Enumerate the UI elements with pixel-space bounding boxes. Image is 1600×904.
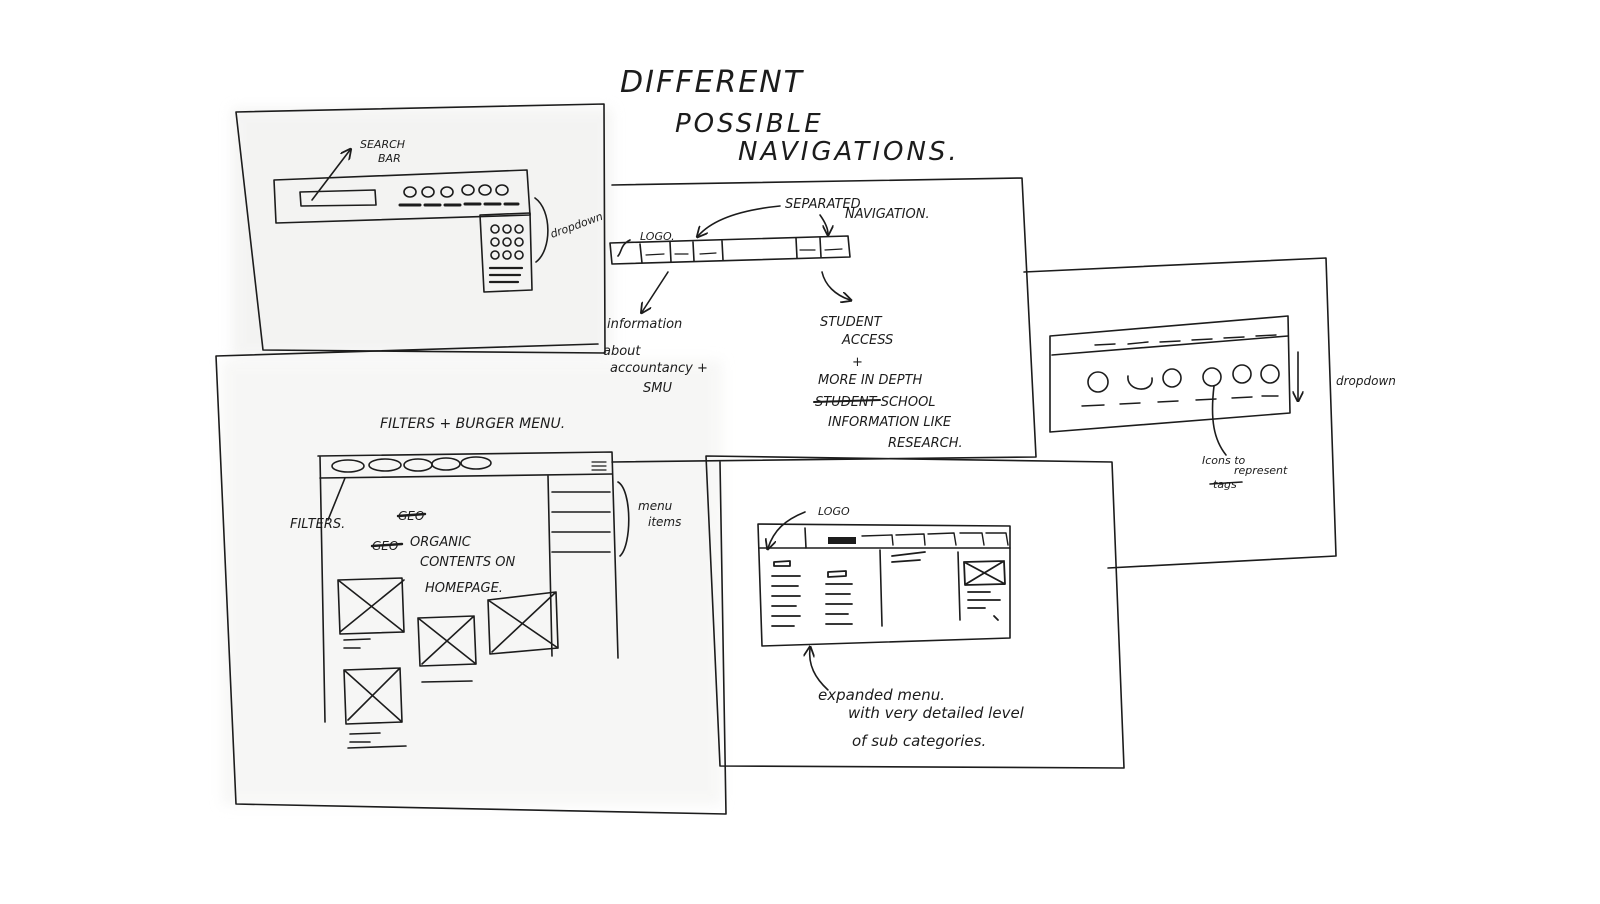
right-note-5: STUDENT SCHOOL — [815, 395, 936, 410]
expanded-note-arrow — [810, 648, 828, 690]
sketch-icon-dropdown: dropdown Icons to represent tags — [1024, 258, 1396, 568]
expanded-note-1: expanded menu. — [818, 686, 945, 704]
icons-note-3: tags — [1213, 478, 1237, 491]
organic-note-2: CONTENTS ON — [420, 555, 515, 570]
right-note-2: ACCESS — [841, 333, 893, 348]
right-info-arrow — [822, 272, 850, 300]
icons-pointer — [1213, 386, 1227, 455]
right-note-6: INFORMATION LIKE — [828, 415, 952, 430]
left-note-3: accountancy + — [610, 361, 708, 376]
left-note-1: information — [607, 317, 682, 332]
filters-label: FILTERS. — [290, 517, 345, 532]
search-bar-label-1: SEARCH — [360, 138, 405, 151]
expanded-subcategories — [772, 552, 1005, 626]
left-note-2: about — [603, 344, 641, 359]
organic-note-3: HOMEPAGE. — [425, 581, 503, 596]
icons-circles — [1088, 365, 1279, 392]
title-line-3: NAVIGATIONS. — [738, 137, 960, 167]
separated-heading-2: NAVIGATION. — [845, 207, 930, 222]
menu-items-label-1: menu — [638, 499, 673, 513]
separated-nav-left-arrow — [698, 206, 780, 236]
search-bar-label-2: BAR — [378, 152, 401, 165]
burger-heading: FILTERS + BURGER MENU. — [380, 416, 565, 432]
right-note-1: STUDENT — [820, 315, 883, 330]
menu-items-label-2: items — [648, 515, 681, 529]
separated-logo-label: LOGO. — [640, 230, 675, 243]
separated-nav-right-arrow — [820, 215, 828, 234]
title-block: DIFFERENT POSSIBLE NAVIGATIONS. — [620, 65, 960, 167]
icons-nav-box — [1050, 316, 1290, 432]
logo-arrow — [768, 512, 805, 548]
organic-note-1: ORGANIC — [410, 535, 472, 550]
icons-dropdown-label: dropdown — [1336, 374, 1396, 388]
expanded-note-2: with very detailed level — [848, 704, 1025, 722]
title-line-1: DIFFERENT — [620, 65, 805, 100]
expanded-note-3: of sub categories. — [852, 732, 986, 750]
left-info-arrow — [642, 272, 668, 312]
left-note-4: SMU — [643, 381, 672, 396]
expanded-tabs — [828, 533, 1008, 545]
right-note-4: MORE IN DEPTH — [818, 373, 923, 388]
title-line-2: POSSIBLE — [675, 109, 824, 139]
right-note-7: RESEARCH. — [888, 436, 963, 451]
sketch-expanded-menu: LOGO expanded menu. with very detailed l… — [706, 456, 1124, 768]
icons-note-2: represent — [1234, 464, 1288, 477]
expanded-logo-label: LOGO — [818, 505, 850, 518]
right-note-3: + — [852, 355, 863, 370]
